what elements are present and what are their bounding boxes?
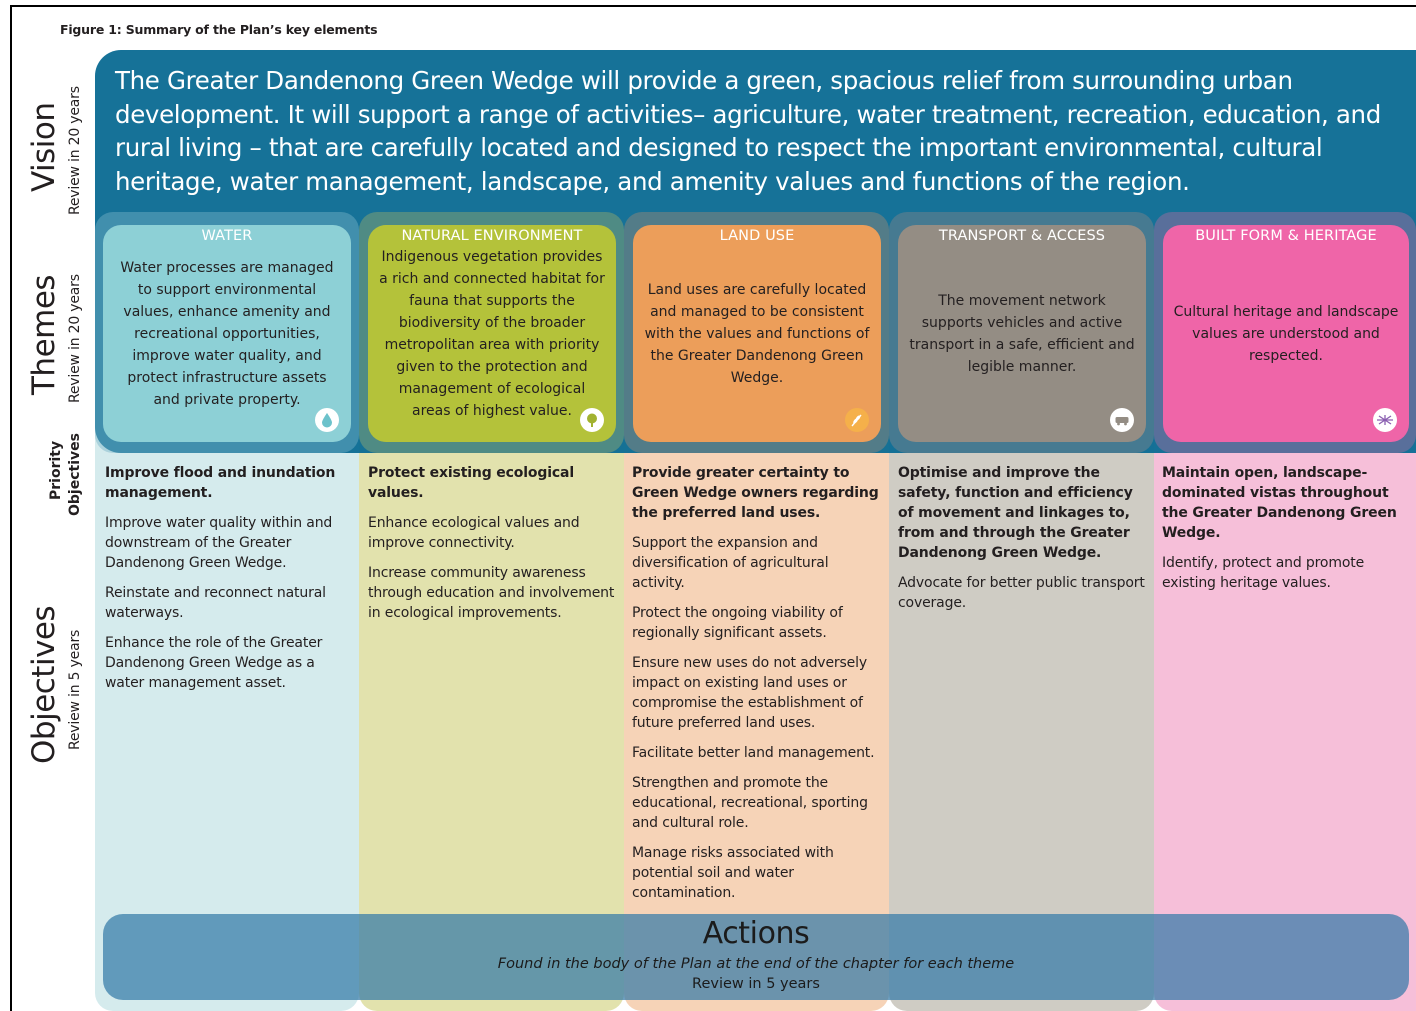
theme-title: BUILT FORM & HERITAGE — [1195, 228, 1377, 244]
vision-statement: The Greater Dandenong Green Wedge will p… — [115, 66, 1381, 196]
vision-review-label: Review in 20 years — [64, 86, 83, 215]
actions-band: Actions Found in the body of the Plan at… — [103, 914, 1409, 1000]
theme-title: NATURAL ENVIRONMENT — [401, 228, 583, 244]
objective-item: Strengthen and promote the educational, … — [632, 775, 868, 831]
frame-top-line — [10, 5, 1416, 7]
vision-label: Vision — [26, 102, 62, 192]
theme-card-natural-environment: NATURAL ENVIRONMENT Indigenous vegetatio… — [368, 225, 616, 442]
actions-subtitle: Found in the body of the Plan at the end… — [497, 956, 1015, 972]
priority-objective: Maintain open, landscape-dominated vista… — [1162, 465, 1397, 541]
objectives-review: Review in 5 years — [67, 629, 83, 750]
actions-review: Review in 5 years — [692, 976, 820, 992]
theme-card-transport: TRANSPORT & ACCESS The movement network … — [898, 225, 1146, 442]
tree-icon — [580, 408, 604, 432]
heritage-icon — [1373, 408, 1397, 432]
vision-row-label: Vision — [26, 102, 62, 192]
objectives-land-use: Provide greater certainty to Green Wedge… — [632, 463, 884, 913]
theme-card-water: WATER Water processes are managed to sup… — [103, 225, 351, 442]
theme-title: TRANSPORT & ACCESS — [938, 228, 1106, 244]
theme-card-built-form: BUILT FORM & HERITAGE Cultural heritage … — [1163, 225, 1409, 442]
priority-objectives-row-label: Objectives — [64, 433, 83, 516]
objective-item: Reinstate and reconnect natural waterway… — [105, 585, 326, 621]
objective-item: Increase community awareness through edu… — [368, 565, 615, 621]
objective-item: Manage risks associated with potential s… — [632, 845, 834, 901]
themes-review: Review in 20 years — [67, 274, 83, 403]
priority-row-label: Priority — [45, 441, 64, 500]
priority-objective: Optimise and improve the safety, functio… — [898, 465, 1133, 561]
priority-label: Priority — [48, 440, 64, 500]
themes-label: Themes — [26, 274, 62, 395]
priority-objectives-label: Objectives — [67, 433, 83, 516]
wheat-icon — [845, 408, 869, 432]
frame-left-line — [10, 5, 12, 1011]
theme-description: Indigenous vegetation provides a rich an… — [379, 248, 605, 419]
objectives-transport: Optimise and improve the safety, functio… — [898, 463, 1148, 623]
objective-item: Advocate for better public transport cov… — [898, 575, 1145, 611]
priority-objective: Improve flood and inundation management. — [105, 465, 336, 501]
objectives-review-label: Review in 5 years — [64, 630, 83, 750]
priority-objective: Provide greater certainty to Green Wedge… — [632, 465, 879, 521]
objective-item: Protect the ongoing viability of regiona… — [632, 605, 843, 641]
vehicle-icon — [1110, 408, 1134, 432]
objectives-built-form: Maintain open, landscape-dominated vista… — [1162, 463, 1412, 603]
objective-item: Ensure new uses do not adversely impact … — [632, 655, 867, 731]
objective-item: Enhance the role of the Greater Dandenon… — [105, 635, 323, 691]
objectives-water: Improve flood and inundation management.… — [105, 463, 353, 703]
themes-row-label: Themes — [26, 275, 62, 395]
water-drop-icon — [315, 408, 339, 432]
themes-review-label: Review in 20 years — [64, 274, 83, 403]
objectives-label: Objectives — [26, 605, 62, 764]
theme-description: Cultural heritage and landscape values a… — [1173, 303, 1399, 364]
theme-card-land-use: LAND USE Land uses are carefully located… — [633, 225, 881, 442]
figure-caption: Figure 1: Summary of the Plan’s key elem… — [60, 22, 378, 37]
objective-item: Identify, protect and promote existing h… — [1162, 555, 1365, 591]
objectives-natural-environment: Protect existing ecological values. Enha… — [368, 463, 616, 633]
objectives-row-label: Objectives — [26, 606, 62, 764]
objective-item: Facilitate better land management. — [632, 745, 875, 761]
vision-review: Review in 20 years — [67, 86, 83, 215]
objective-item: Enhance ecological values and improve co… — [368, 515, 580, 551]
priority-objective: Protect existing ecological values. — [368, 465, 574, 501]
theme-description: Land uses are carefully located and mana… — [644, 281, 870, 386]
theme-title: LAND USE — [719, 228, 795, 244]
theme-title: WATER — [201, 228, 253, 244]
actions-title: Actions — [702, 916, 810, 951]
objective-item: Improve water quality within and downstr… — [105, 515, 333, 571]
objective-item: Support the expansion and diversificatio… — [632, 535, 829, 591]
theme-description: The movement network supports vehicles a… — [909, 292, 1135, 375]
theme-description: Water processes are managed to support e… — [120, 259, 334, 408]
